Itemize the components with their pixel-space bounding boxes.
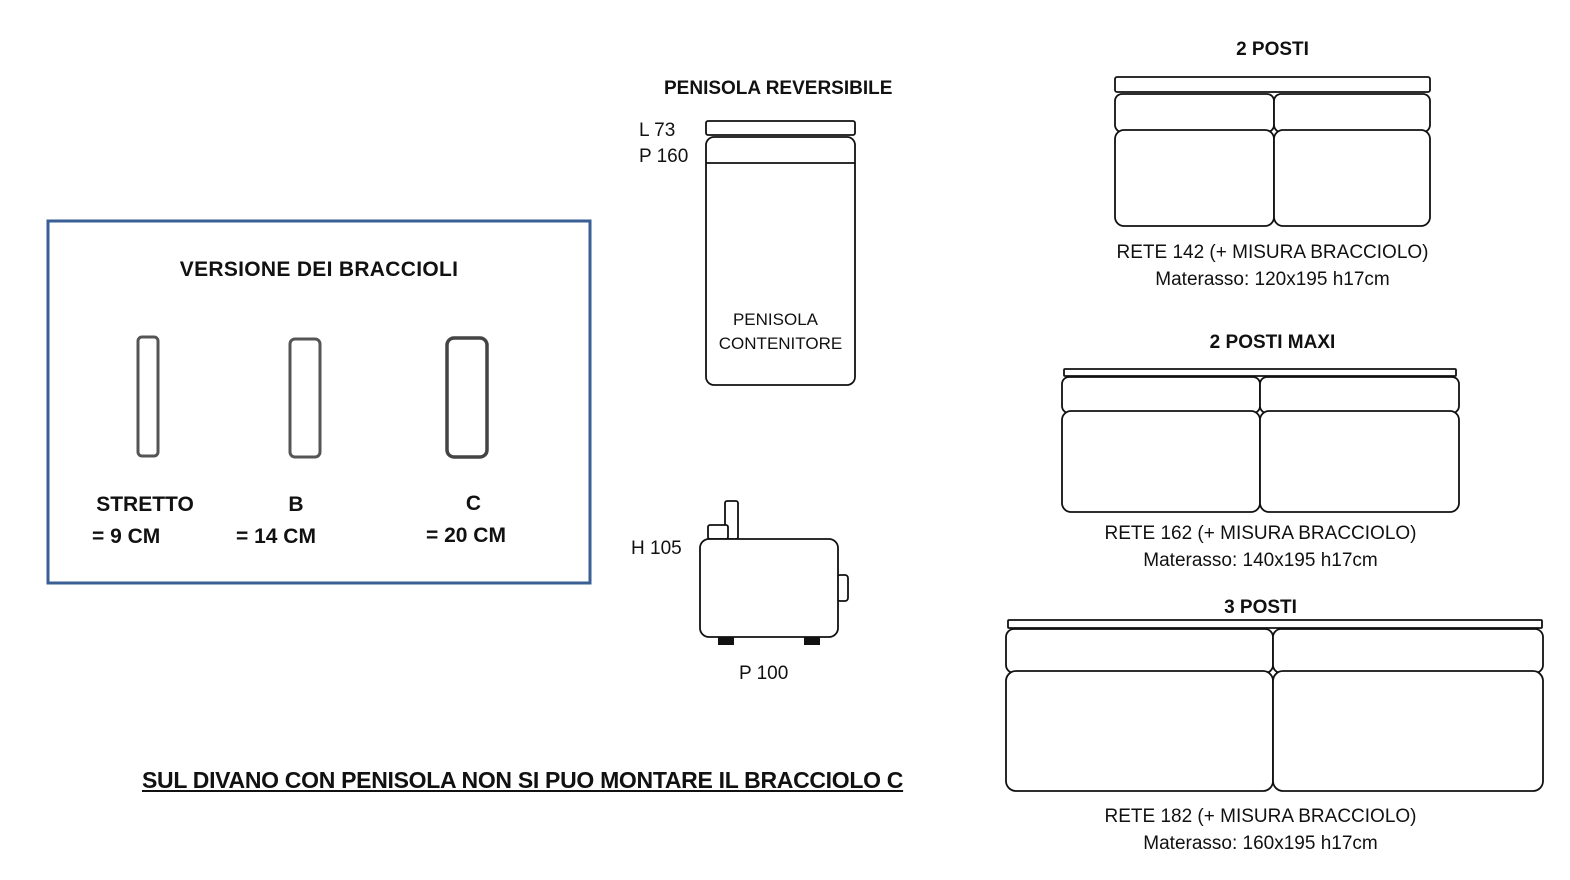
armrest-b-shape: [288, 337, 322, 459]
sofa-materasso: Materasso: 140x195 h17cm: [1143, 550, 1378, 571]
penisola-label-line1: PENISOLA: [732, 310, 819, 329]
penisola-inner-label: PENISOLA CONTENITORE: [706, 308, 855, 356]
armrest-name: STRETTO: [96, 493, 194, 516]
penisola-top-view: [705, 120, 856, 386]
armrest-width: = 20 CM: [426, 524, 506, 547]
armrest-option-c: C = 20 CM: [415, 488, 535, 552]
sofa-3-posti-drawing: [1005, 619, 1544, 792]
penisola-depth-label: P 160: [639, 146, 689, 167]
side-view-height-label: H 105: [631, 538, 682, 559]
armrest-box-frame: [46, 219, 592, 585]
sofa-2-posti-drawing: [1114, 76, 1431, 227]
sofa-3-posti-title: 3 POSTI: [1224, 597, 1297, 618]
armrest-stretto-shape: [136, 335, 160, 458]
sofa-2-posti-maxi-specs: RETE 162 (+ MISURA BRACCIOLO) Materasso:…: [1062, 520, 1459, 574]
sofa-2-posti-maxi-drawing: [1061, 368, 1460, 513]
armrest-c-shape: [445, 336, 489, 459]
armrest-warning-note: SUL DIVANO CON PENISOLA NON SI PUO MONTA…: [142, 767, 904, 793]
armrest-option-stretto: STRETTO = 9 CM: [80, 489, 210, 553]
sofa-materasso: Materasso: 160x195 h17cm: [1143, 833, 1378, 854]
side-view-depth-label: P 100: [739, 663, 789, 684]
sofa-rete: RETE 182 (+ MISURA BRACCIOLO): [1104, 806, 1417, 827]
penisola-title: PENISOLA REVERSIBILE: [664, 78, 893, 99]
side-view-drawing: [699, 500, 849, 645]
sofa-rete: RETE 162 (+ MISURA BRACCIOLO): [1104, 523, 1417, 544]
sofa-2-posti-title: 2 POSTI: [1236, 39, 1309, 60]
penisola-width-label: L 73: [639, 120, 676, 141]
sofa-2-posti-specs: RETE 142 (+ MISURA BRACCIOLO) Materasso:…: [1075, 239, 1470, 293]
armrest-option-b: B = 14 CM: [228, 489, 368, 553]
sofa-materasso: Materasso: 120x195 h17cm: [1155, 269, 1390, 290]
armrest-name: C: [465, 492, 482, 515]
armrest-box-title: VERSIONE DEI BRACCIOLI: [179, 258, 459, 281]
armrest-name: B: [288, 493, 304, 516]
sofa-rete: RETE 142 (+ MISURA BRACCIOLO): [1116, 242, 1429, 263]
armrest-width: = 14 CM: [236, 525, 316, 548]
sofa-2-posti-maxi-title: 2 POSTI MAXI: [1209, 332, 1336, 353]
penisola-label-line2: CONTENITORE: [718, 334, 843, 353]
armrest-width: = 9 CM: [92, 525, 161, 548]
sofa-3-posti-specs: RETE 182 (+ MISURA BRACCIOLO) Materasso:…: [1062, 803, 1459, 857]
